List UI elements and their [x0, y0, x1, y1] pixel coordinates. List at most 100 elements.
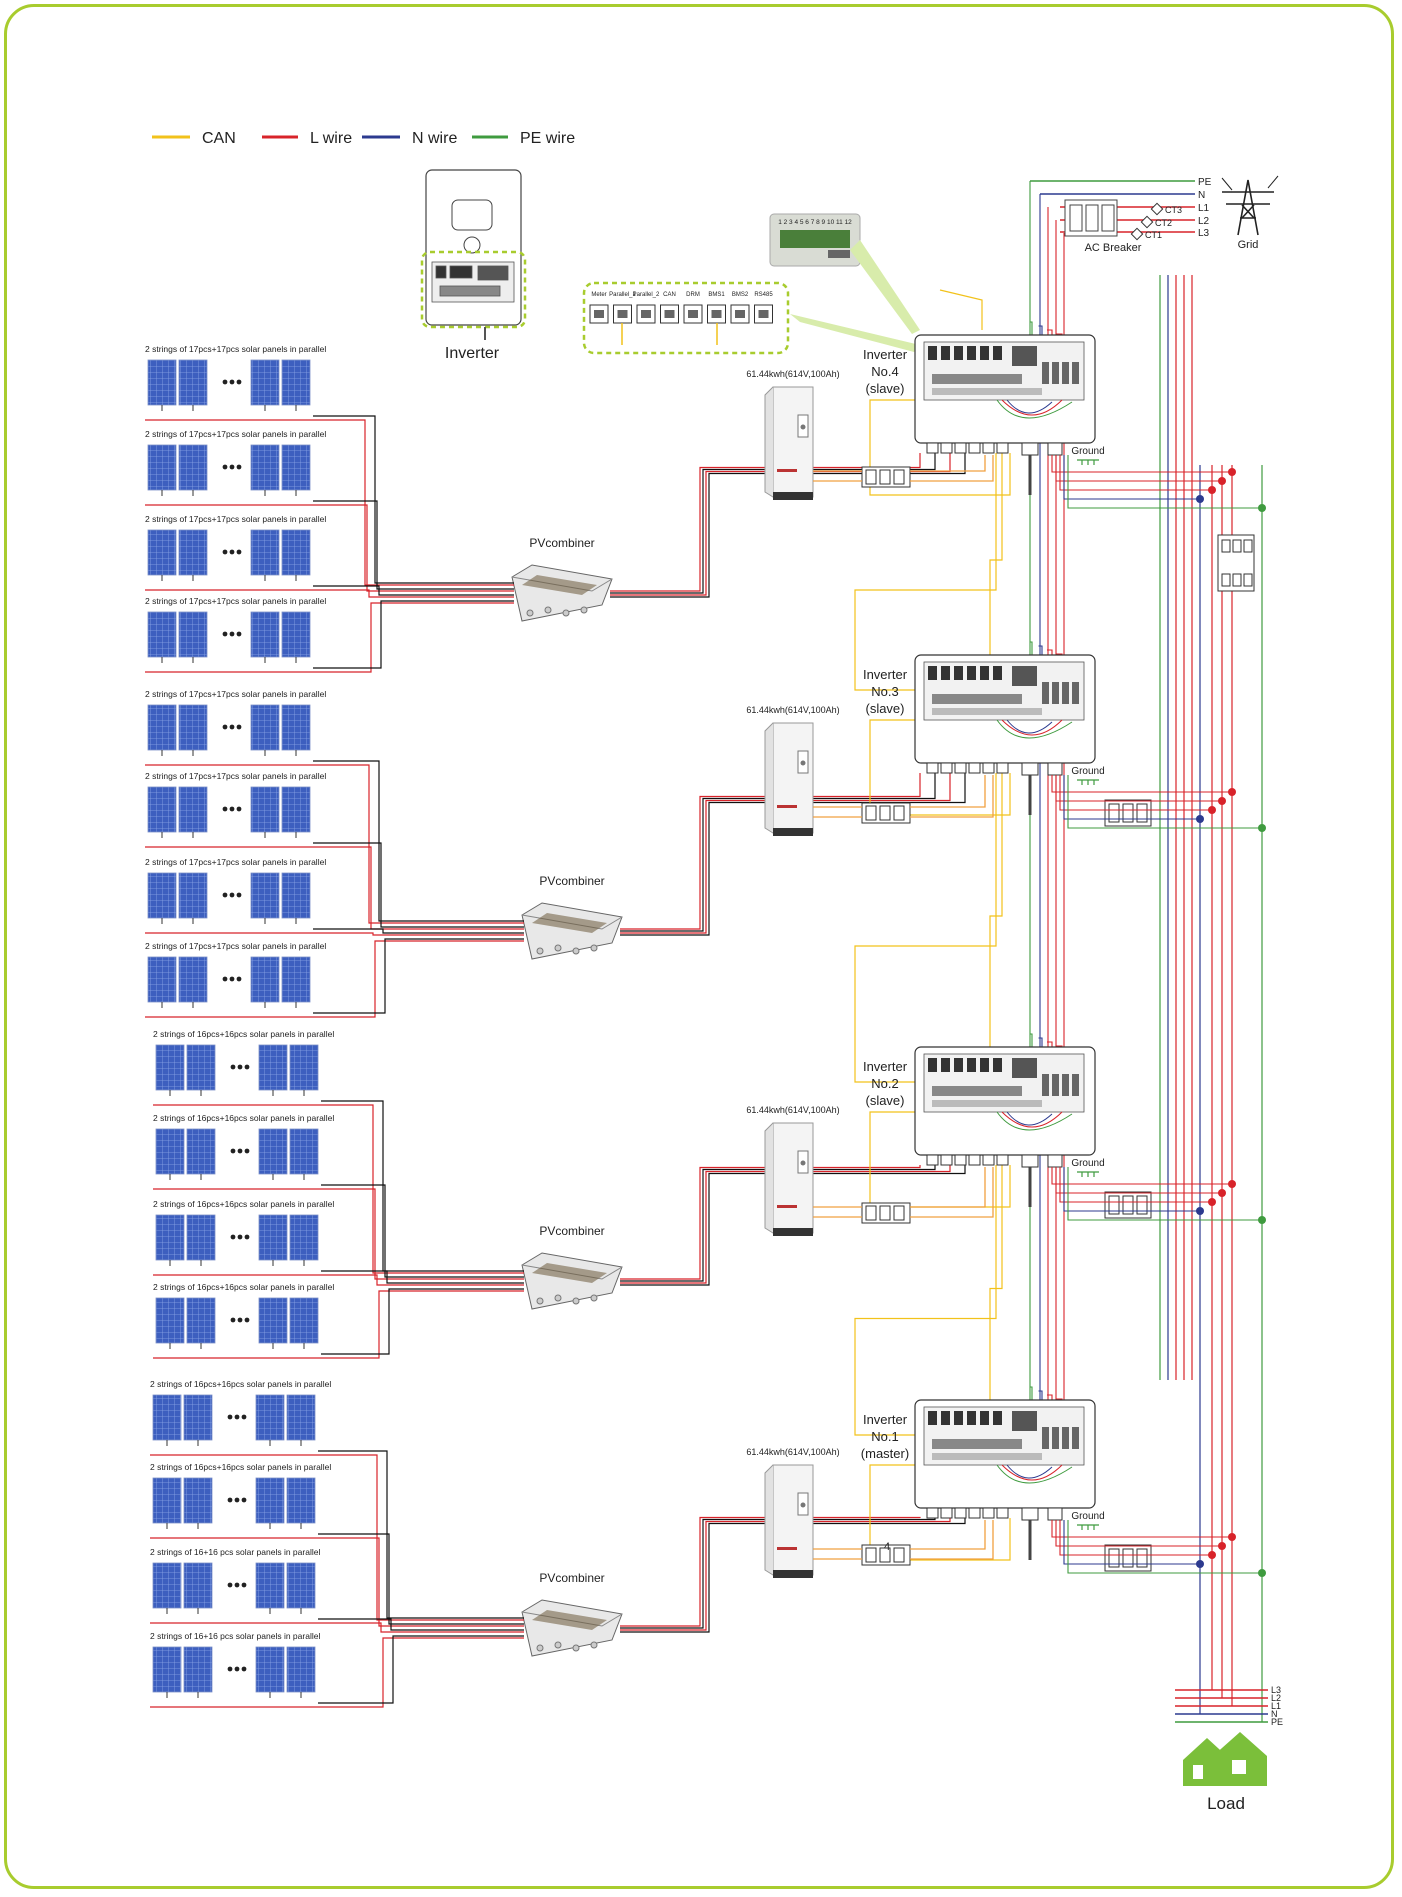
grid-line-label: L2	[1198, 216, 1210, 227]
solar-string-label: 2 strings of 16+16 pcs solar panels in p…	[150, 1547, 320, 1557]
inverter-number: No.4	[871, 364, 898, 379]
grid-line-label: L1	[1198, 203, 1210, 214]
port-label: Parallel_1	[609, 292, 636, 298]
pv-combiner-label: PVcombiner	[529, 536, 594, 550]
ct3-label: CT3	[1165, 205, 1182, 215]
inverter-role: (master)	[861, 1446, 909, 1461]
inverter-units: InverterNo.4(slave)GroundInverterNo.3(sl…	[861, 334, 1105, 1560]
terminal-numbers: 1 2 3 4 5 6 7 8 9 10 11 12	[778, 219, 852, 226]
pv-combiner-label: PVcombiner	[539, 1224, 604, 1238]
solar-string-label: 2 strings of 17pcs+17pcs solar panels in…	[145, 689, 326, 699]
solar-string: 2 strings of 16pcs+16pcs solar panels in…	[153, 1199, 334, 1266]
ac-output-breaker	[1051, 455, 1266, 512]
legend-l-label: L wire	[310, 130, 352, 147]
solar-string-label: 2 strings of 17pcs+17pcs solar panels in…	[145, 857, 326, 867]
solar-string-label: 2 strings of 17pcs+17pcs solar panels in…	[145, 514, 326, 524]
legend-can-label: CAN	[202, 130, 236, 147]
inverter-name: Inverter	[863, 667, 908, 682]
grid-line-label: N	[1198, 190, 1205, 201]
load-line-label: L3	[1271, 1685, 1281, 1695]
solar-string-label: 2 strings of 17pcs+17pcs solar panels in…	[145, 344, 326, 354]
inverter-name: Inverter	[863, 1412, 908, 1427]
solar-string-label: 2 strings of 16+16 pcs solar panels in p…	[150, 1631, 320, 1641]
solar-string: 2 strings of 16pcs+16pcs solar panels in…	[153, 1282, 334, 1349]
grid-tower-icon	[1221, 175, 1279, 236]
load-line-label: N	[1271, 1709, 1278, 1719]
solar-string: 2 strings of 16pcs+16pcs solar panels in…	[150, 1462, 331, 1529]
load-line-label: L2	[1271, 1693, 1281, 1703]
ground-label: Ground	[1071, 766, 1104, 777]
ac-output-breaker	[1051, 1520, 1266, 1577]
legend-n-label: N wire	[412, 130, 457, 147]
grid-line-label: L3	[1198, 228, 1210, 239]
ac-output-breakers	[1051, 455, 1266, 1577]
port-label: Parallel_2	[633, 292, 660, 298]
solar-string-label: 2 strings of 16pcs+16pcs solar panels in…	[153, 1199, 334, 1209]
ground-label: Ground	[1071, 446, 1104, 457]
pv-combiner: PVcombiner	[521, 874, 623, 960]
legend-pe-label: PE wire	[520, 130, 575, 147]
solar-string-label: 2 strings of 16pcs+16pcs solar panels in…	[150, 1379, 331, 1389]
solar-array-groups: 2 strings of 17pcs+17pcs solar panels in…	[145, 344, 334, 1698]
solar-string: 2 strings of 17pcs+17pcs solar panels in…	[145, 429, 326, 496]
solar-string: 2 strings of 17pcs+17pcs solar panels in…	[145, 857, 326, 924]
inverter-role: (slave)	[865, 1093, 904, 1108]
ac-breaker-label: AC Breaker	[1085, 242, 1142, 254]
solar-string-label: 2 strings of 17pcs+17pcs solar panels in…	[145, 771, 326, 781]
solar-string-label: 2 strings of 16pcs+16pcs solar panels in…	[153, 1282, 334, 1292]
port-label: BMS1	[708, 292, 725, 298]
solar-string-label: 2 strings of 16pcs+16pcs solar panels in…	[153, 1029, 334, 1039]
ground-label: Ground	[1071, 1511, 1104, 1522]
battery-modules: 61.44kwh(614V,100Ah) 61.44kwh(614V,100Ah)…	[746, 369, 994, 1578]
battery-capacity-label: 61.44kwh(614V,100Ah)	[746, 1447, 839, 1457]
solar-string-label: 2 strings of 16pcs+16pcs solar panels in…	[150, 1462, 331, 1472]
solar-string-label: 2 strings of 17pcs+17pcs solar panels in…	[145, 429, 326, 439]
battery-module: 61.44kwh(614V,100Ah)	[746, 705, 994, 836]
pv-combiner-label: PVcombiner	[539, 1571, 604, 1585]
solar-string-label: 2 strings of 17pcs+17pcs solar panels in…	[145, 596, 326, 606]
ct2-label: CT2	[1155, 218, 1172, 228]
terminal-block-callout: 1 2 3 4 5 6 7 8 9 10 11 12	[769, 213, 920, 334]
inverter-number: No.3	[871, 684, 898, 699]
port-label: RS485	[754, 292, 773, 298]
dc-wiring	[145, 415, 966, 1708]
ct1-label: CT1	[1145, 230, 1162, 240]
inverter-detail: Inverter	[420, 169, 527, 362]
solar-string-label: 2 strings of 16pcs+16pcs solar panels in…	[153, 1113, 334, 1123]
solar-string: 2 strings of 16pcs+16pcs solar panels in…	[153, 1029, 334, 1096]
inverter-detail-label: Inverter	[445, 345, 500, 362]
ac-output-breaker	[1051, 775, 1266, 832]
battery-capacity-label: 61.44kwh(614V,100Ah)	[746, 705, 839, 715]
inverter-role: (slave)	[865, 701, 904, 716]
ac-output-breaker	[1051, 1167, 1266, 1224]
breaker-number: 4	[884, 1541, 890, 1553]
inverter-name: Inverter	[863, 1059, 908, 1074]
load-line-label: L1	[1271, 1701, 1281, 1711]
battery-module: 61.44kwh(614V,100Ah)	[746, 369, 994, 500]
battery-module: 61.44kwh(614V,100Ah)	[746, 1105, 994, 1236]
pv-combiner: PVcombiner	[521, 1571, 623, 1657]
solar-string: 2 strings of 16+16 pcs solar panels in p…	[150, 1547, 320, 1614]
load-line-label: PE	[1271, 1717, 1283, 1727]
port-label: CAN	[663, 292, 676, 298]
inverter-number: No.1	[871, 1429, 898, 1444]
battery-capacity-label: 61.44kwh(614V,100Ah)	[746, 1105, 839, 1115]
grid-line-label: PE	[1198, 177, 1212, 188]
solar-string: 2 strings of 17pcs+17pcs solar panels in…	[145, 514, 326, 581]
load-house-icon	[1183, 1732, 1267, 1786]
ac-breaker: AC Breaker	[1064, 199, 1142, 254]
solar-string: 2 strings of 17pcs+17pcs solar panels in…	[145, 941, 326, 1008]
grid-label: Grid	[1238, 239, 1259, 251]
diagram-frame	[4, 4, 1394, 1889]
pv-combiner: PVcombiner	[521, 1224, 623, 1310]
ct-sensors: CT3 CT2 CT1	[1130, 202, 1182, 241]
